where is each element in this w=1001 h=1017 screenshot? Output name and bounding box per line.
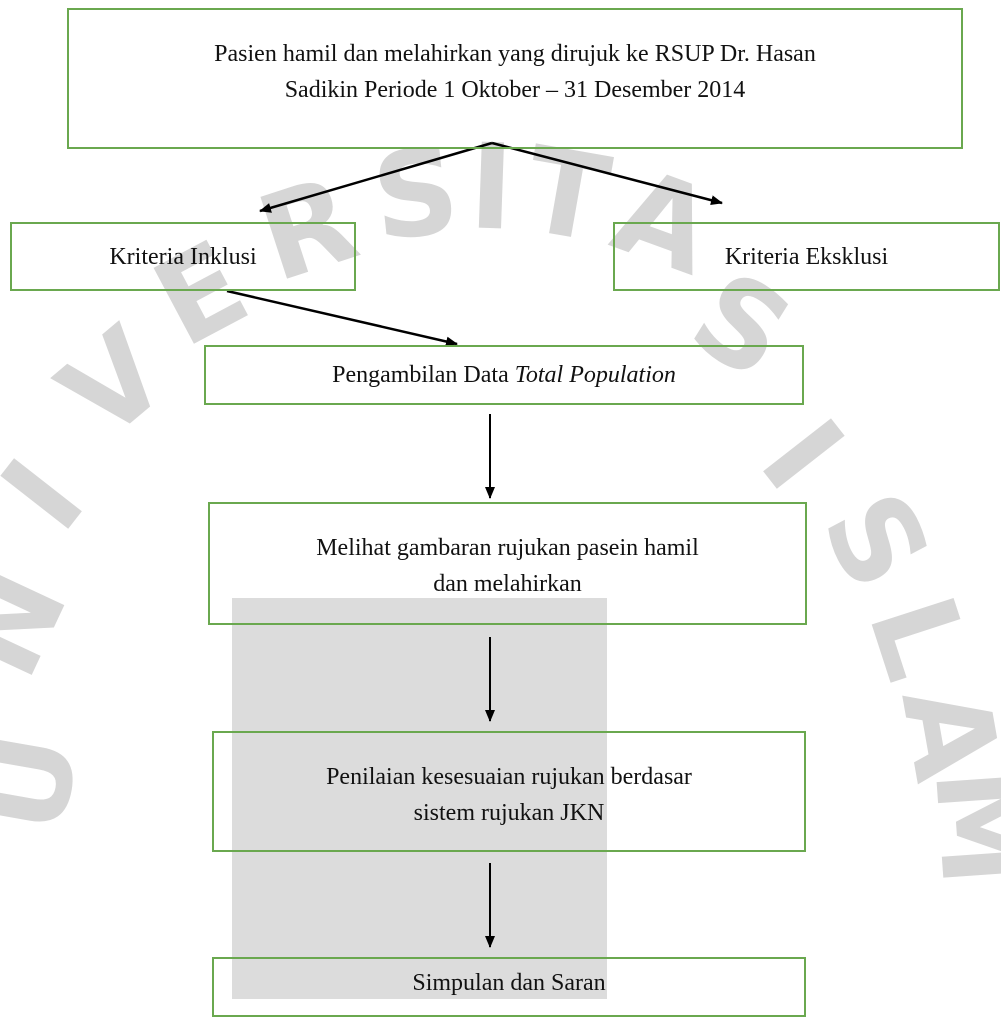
box-simpulan-saran: Simpulan dan Saran	[212, 957, 806, 1017]
watermark-letter: M	[908, 764, 1001, 891]
box-pengambilan-data: Pengambilan Data Total Population	[204, 345, 804, 405]
box-kriteria-eksklusi-label: Kriteria Eksklusi	[724, 243, 889, 270]
box-kriteria-inklusi-label: Kriteria Inklusi	[109, 243, 257, 270]
box-population-line1: Pasien hamil dan melahirkan yang dirujuk…	[214, 41, 816, 67]
box-population-line2: Sadikin Periode 1 Oktober – 31 Desember …	[284, 77, 746, 103]
watermark-letter: L	[842, 580, 996, 694]
box-kriteria-eksklusi: Kriteria Eksklusi	[613, 222, 1000, 291]
box-pengambilan-italic: Total Population	[514, 362, 676, 388]
watermark-letter: V	[34, 301, 193, 465]
box-melihat-line2: dan melahirkan	[433, 571, 582, 597]
watermark-letter: I	[0, 435, 111, 555]
box-penilaian-line1: Penilaian kesesuaian rujukan berdasar	[326, 764, 692, 790]
box-simpulan-label: Simpulan dan Saran	[412, 970, 606, 996]
box-melihat-line1: Melihat gambaran rujukan pasein hamil	[316, 535, 699, 561]
box-kriteria-inklusi: Kriteria Inklusi	[10, 222, 356, 291]
box-penilaian-kesesuaian: Penilaian kesesuaian rujukan berdasar si…	[212, 731, 806, 852]
watermark-letter: N	[0, 549, 94, 697]
box-pengambilan-prefix: Pengambilan Data	[332, 362, 515, 388]
watermark-letter: I	[734, 395, 870, 515]
box-penilaian-line2: sistem rujukan JKN	[413, 800, 605, 826]
watermark-block-lower	[232, 686, 607, 999]
box-melihat-gambaran: Melihat gambaran rujukan pasein hamil da…	[208, 502, 807, 625]
box-population: Pasien hamil dan melahirkan yang dirujuk…	[67, 8, 963, 149]
watermark-block-upper	[232, 598, 607, 686]
watermark-letter: S	[795, 471, 957, 611]
watermark-letter: U	[0, 724, 106, 842]
